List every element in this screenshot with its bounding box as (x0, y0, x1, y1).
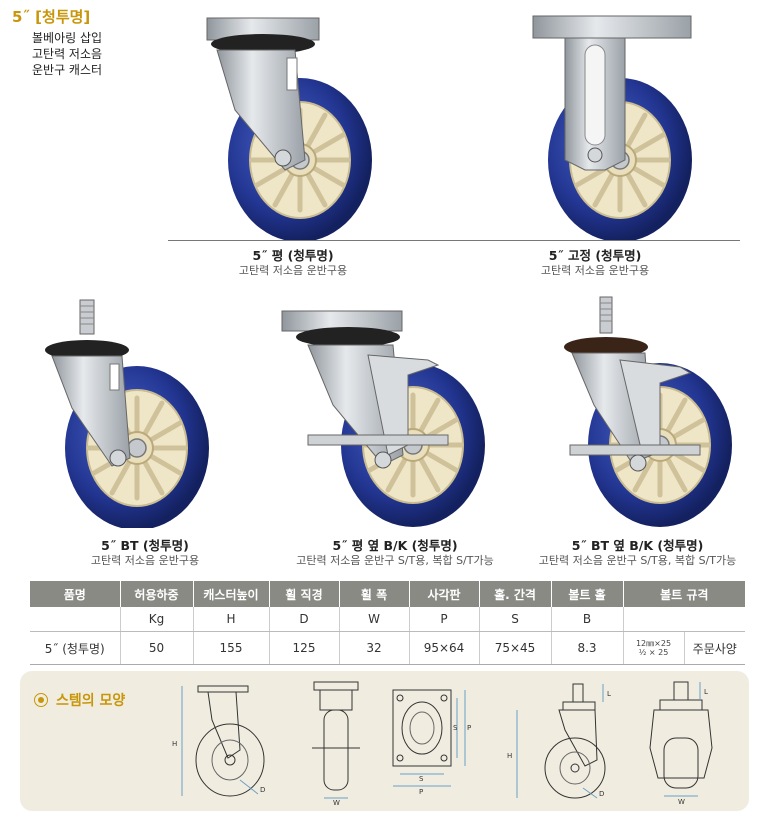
product-caption: 5˝ BT (청투명) 고탄력 저소음 운반구용 (60, 537, 230, 568)
dim-label-p: P (467, 724, 471, 732)
product-desc: 고탄력 저소음 운반구용 (540, 264, 650, 277)
table-cell: 50 (120, 631, 194, 665)
column-header: 볼트 홀 (551, 581, 624, 607)
brake-caster-image (281, 310, 498, 535)
bolt-spec-inch: ½ × 25 (638, 648, 669, 657)
divider (168, 240, 740, 241)
unit-cell (623, 607, 745, 632)
product-name: 5˝ BT (청투명) (101, 538, 189, 553)
dim-label-h: H (172, 740, 177, 748)
stem-shape-panel (20, 671, 749, 811)
dim-label-s: S (419, 775, 424, 783)
dim-label-w: W (333, 799, 340, 806)
table-header-row: 품명 허용하중 캐스터높이 휠 직경 휠 폭 사각판 홀. 간격 볼트 홀 볼트… (30, 581, 745, 607)
page-title: 5˝ [청투명] (12, 8, 91, 26)
swivel-caster-image (206, 17, 385, 240)
feature-item: 운반구 캐스터 (32, 63, 103, 77)
unit-cell: W (339, 607, 410, 632)
swivel-drawing: H D (172, 685, 265, 797)
table-cell: 75×45 (479, 631, 552, 665)
table-cell: 125 (269, 631, 340, 665)
product-name: 5˝ 평 (청투명) (252, 248, 334, 263)
product-caption: 5˝ 평 (청투명) 고탄력 저소음 운반구용 (218, 247, 368, 278)
rigid-caster-image (532, 15, 705, 240)
column-header: 휠 직경 (269, 581, 340, 607)
dim-label-d: D (260, 786, 265, 794)
bolt-drawing: L H D (507, 683, 611, 799)
unit-cell: H (193, 607, 270, 632)
plate-drawing: S P S P (392, 689, 471, 796)
stem-shape-title: 스템의 모양 (34, 690, 125, 710)
table-cell: 32 (339, 631, 410, 665)
bolt-front-drawing: W L (649, 681, 713, 806)
product-caption: 5˝ 고정 (청투명) 고탄력 저소음 운반구용 (520, 247, 670, 278)
product-name: 5˝ 평 옆 B/K (청투명) (332, 538, 458, 553)
dim-label-l: L (704, 688, 708, 696)
dim-label-w: W (678, 798, 685, 806)
product-name: 5˝ BT 옆 B/K (청투명) (571, 538, 704, 553)
bolt-brake-caster-image (564, 296, 740, 530)
unit-cell: D (269, 607, 340, 632)
product-desc: 고탄력 저소음 운반구 S/T용, 복합 S/T가능 (538, 554, 737, 567)
product-caption: 5˝ BT 옆 B/K (청투명) 고탄력 저소음 운반구 S/T용, 복합 S… (530, 537, 745, 568)
spec-table: 품명 허용하중 캐스터높이 휠 직경 휠 폭 사각판 홀. 간격 볼트 홀 볼트… (30, 581, 745, 665)
bolt-note: 주문사양 (692, 641, 737, 656)
unit-cell: Kg (120, 607, 194, 632)
unit-cell: S (479, 607, 552, 632)
bolt-spec-metric: 12㎜×25 (635, 639, 672, 648)
bullet-icon (34, 693, 48, 707)
feature-item: 고탄력 저소음 (32, 47, 103, 61)
table-cell: 155 (193, 631, 270, 665)
dim-label-p: P (419, 788, 423, 796)
product-desc: 고탄력 저소음 운반구용 (90, 554, 200, 567)
column-header: 홀. 간격 (479, 581, 552, 607)
dim-label-d: D (599, 790, 604, 798)
feature-list: 볼베아링 삽입 고탄력 저소음 운반구 캐스터 (32, 30, 102, 78)
bolt-caster-image (45, 299, 222, 528)
unit-cell (30, 607, 121, 632)
stem-shape-label: 스템의 모양 (56, 693, 126, 709)
column-header: 사각판 (409, 581, 480, 607)
dim-label-l: L (607, 690, 611, 698)
column-header: 캐스터높이 (193, 581, 270, 607)
table-cell: 95×64 (409, 631, 480, 665)
table-cell: 8.3 (551, 631, 624, 665)
table-units-row: Kg H D W P S B (30, 607, 745, 632)
product-name: 5˝ 고정 (청투명) (548, 248, 642, 263)
dim-label-h: H (507, 752, 512, 760)
column-header: 품명 (30, 581, 121, 607)
table-cell: 5˝ (청투명) (30, 631, 121, 665)
unit-cell: B (551, 607, 624, 632)
column-header: 허용하중 (120, 581, 194, 607)
bolt-spec-cell: 12㎜×25 ½ × 25 주문사양 (623, 631, 745, 665)
dim-label-s: S (453, 724, 458, 732)
column-header: 휠 폭 (339, 581, 410, 607)
table-row: 5˝ (청투명) 50 155 125 32 95×64 75×45 8.3 1… (30, 631, 745, 665)
column-header: 볼트 규격 (623, 581, 745, 607)
feature-item: 볼베아링 삽입 (32, 31, 103, 45)
front-drawing: W (312, 681, 360, 806)
product-desc: 고탄력 저소음 운반구 S/T용, 복합 S/T가능 (296, 554, 494, 567)
product-caption: 5˝ 평 옆 B/K (청투명) 고탄력 저소음 운반구 S/T용, 복합 S/… (290, 537, 500, 568)
unit-cell: P (409, 607, 480, 632)
product-desc: 고탄력 저소음 운반구용 (238, 264, 348, 277)
